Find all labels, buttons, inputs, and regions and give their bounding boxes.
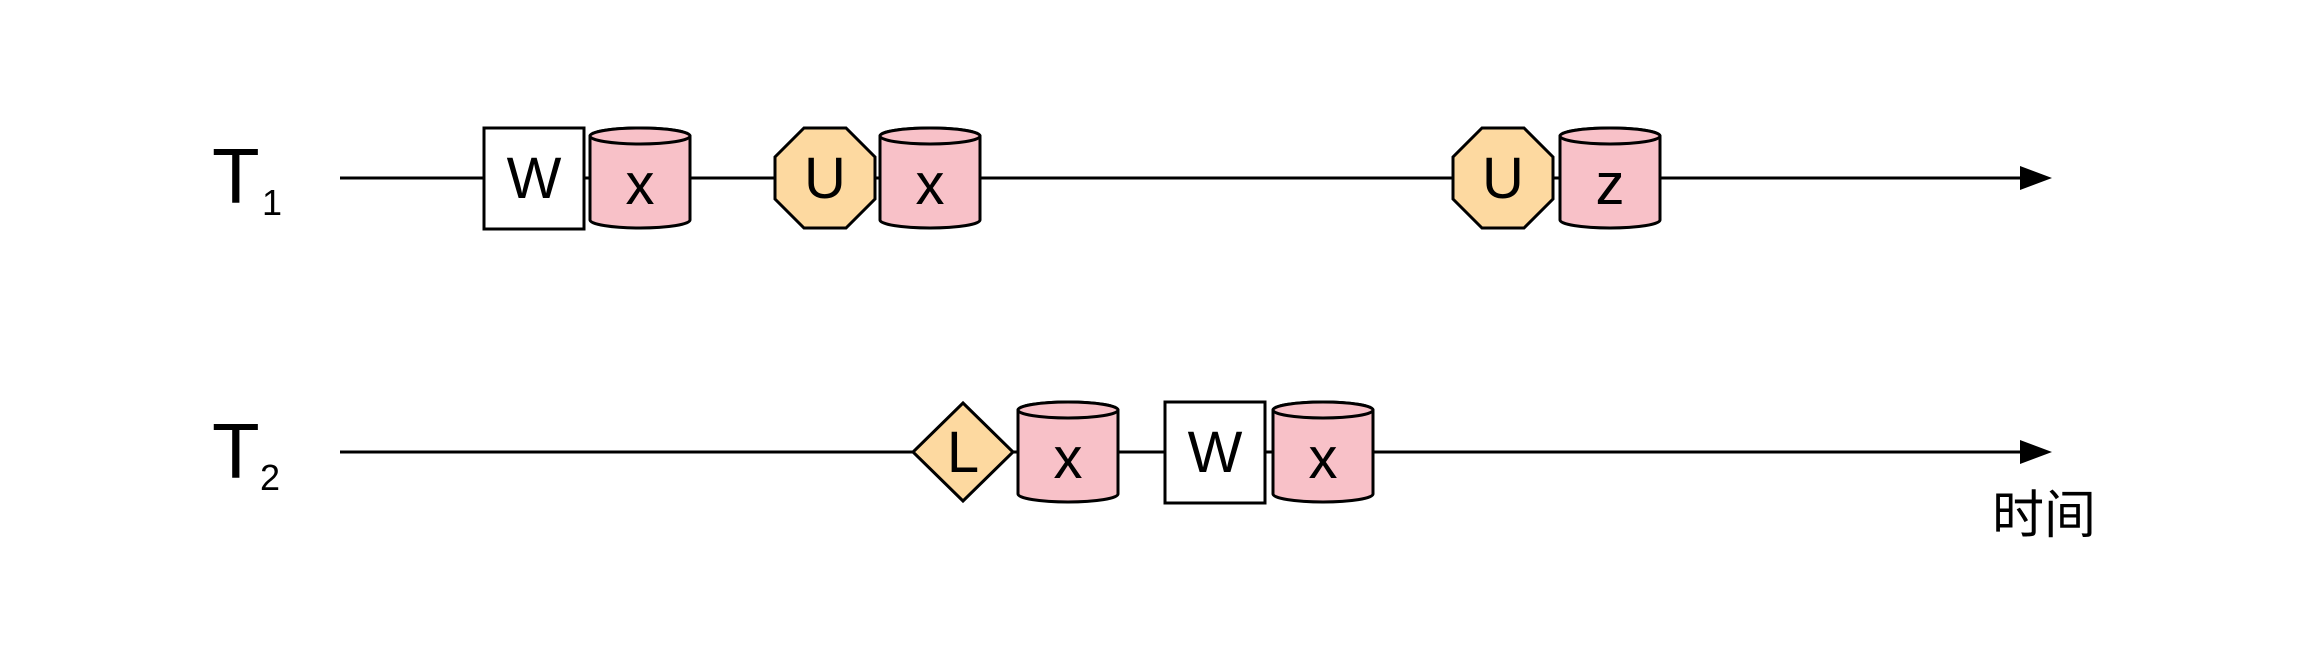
data-item-label: x: [626, 152, 655, 217]
write-box-shape: [1163, 400, 1267, 505]
data-item-cylinder: z: [1558, 126, 1662, 230]
diamond-shape-icon: [910, 400, 1016, 504]
data-item-cylinder: x: [878, 126, 982, 230]
timeline-t2-label: T: [212, 407, 260, 495]
lock-op-diamond: L: [910, 400, 1016, 504]
octagon-shape-icon: [1451, 126, 1555, 230]
data-item-label: x: [1309, 426, 1338, 491]
data-item-cylinder: x: [588, 126, 692, 230]
cylinder-top-icon: [878, 126, 982, 146]
write-box-shape: [482, 126, 586, 231]
timeline-t2-arrowhead-icon: [2020, 440, 2052, 464]
cylinder-top-icon: [1271, 400, 1375, 420]
octagon-shape-icon: [773, 126, 877, 230]
cylinder-top-icon: [1558, 126, 1662, 146]
data-item-cylinder: x: [1271, 400, 1375, 504]
write-op-label: W: [1188, 420, 1243, 485]
timeline-t1-label: T: [212, 132, 260, 220]
unlock-op-octagon: U: [773, 126, 877, 230]
data-item-label: z: [1596, 152, 1625, 217]
lock-op-label: L: [947, 420, 979, 485]
unlock-op-octagon: U: [1451, 126, 1555, 230]
unlock-op-label: U: [1482, 146, 1524, 211]
data-item-cylinder: x: [1016, 400, 1120, 504]
write-op-box: W: [1163, 400, 1267, 505]
time-axis-label: 时间: [1992, 486, 2096, 546]
timeline-t2-subscript: 2: [260, 457, 280, 498]
cylinder-top-icon: [1016, 400, 1120, 420]
timeline-t1-arrowhead-icon: [2020, 166, 2052, 190]
write-op-box: W: [482, 126, 586, 231]
cylinder-top-icon: [588, 126, 692, 146]
data-item-label: x: [1054, 426, 1083, 491]
data-item-label: x: [916, 152, 945, 217]
write-op-label: W: [507, 146, 562, 211]
timeline-t1-subscript: 1: [262, 182, 282, 223]
unlock-op-label: U: [804, 146, 846, 211]
